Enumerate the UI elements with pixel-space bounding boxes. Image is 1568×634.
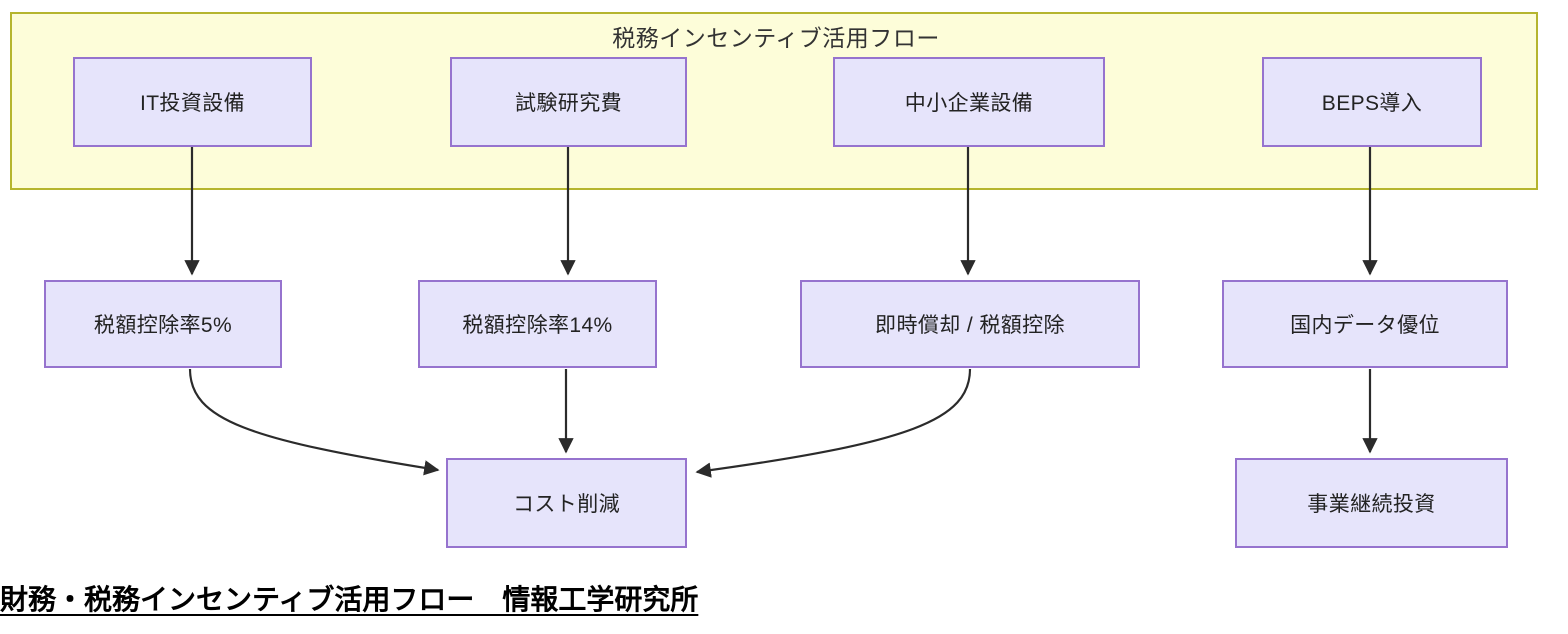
node-label: 税額控除率5% xyxy=(93,314,233,337)
node-continuing-investment[interactable]: 事業継続投資 xyxy=(1235,458,1508,548)
node-rnd-expense[interactable]: 試験研究費 xyxy=(450,57,687,147)
node-tax-credit-5[interactable]: 税額控除率5% xyxy=(44,280,282,368)
node-label: 税額控除率14% xyxy=(462,314,613,337)
node-it-investment[interactable]: IT投資設備 xyxy=(73,57,312,147)
diagram-caption: 財務・税務インセンティブ活用フロー 情報工学研究所 xyxy=(0,584,699,615)
group-label: 税務インセンティブ活用フロー xyxy=(600,18,952,58)
edge-immediate-to-cost xyxy=(695,368,972,478)
node-cost-reduction[interactable]: コスト削減 xyxy=(446,458,687,548)
node-label: BEPS導入 xyxy=(1321,92,1423,115)
node-label: IT投資設備 xyxy=(139,92,246,115)
node-tax-credit-14[interactable]: 税額控除率14% xyxy=(418,280,657,368)
node-beps-adoption[interactable]: BEPS導入 xyxy=(1262,57,1482,147)
group-label-line1: 税務インセンティブ活用フ xyxy=(612,25,893,51)
node-immediate-depreciation[interactable]: 即時償却 / 税額控除 xyxy=(800,280,1140,368)
edge-credit5-to-cost xyxy=(188,368,440,476)
node-label: コスト削減 xyxy=(513,493,620,516)
node-label: 試験研究費 xyxy=(515,92,622,115)
node-sme-equipment[interactable]: 中小企業設備 xyxy=(833,57,1105,147)
node-label: 即時償却 / 税額控除 xyxy=(875,314,1065,337)
group-label-line2: ロー xyxy=(892,25,940,51)
node-label: 国内データ優位 xyxy=(1290,314,1440,337)
node-domestic-data-advantage[interactable]: 国内データ優位 xyxy=(1222,280,1508,368)
node-label: 中小企業設備 xyxy=(904,92,1034,115)
node-label: 事業継続投資 xyxy=(1307,493,1436,516)
